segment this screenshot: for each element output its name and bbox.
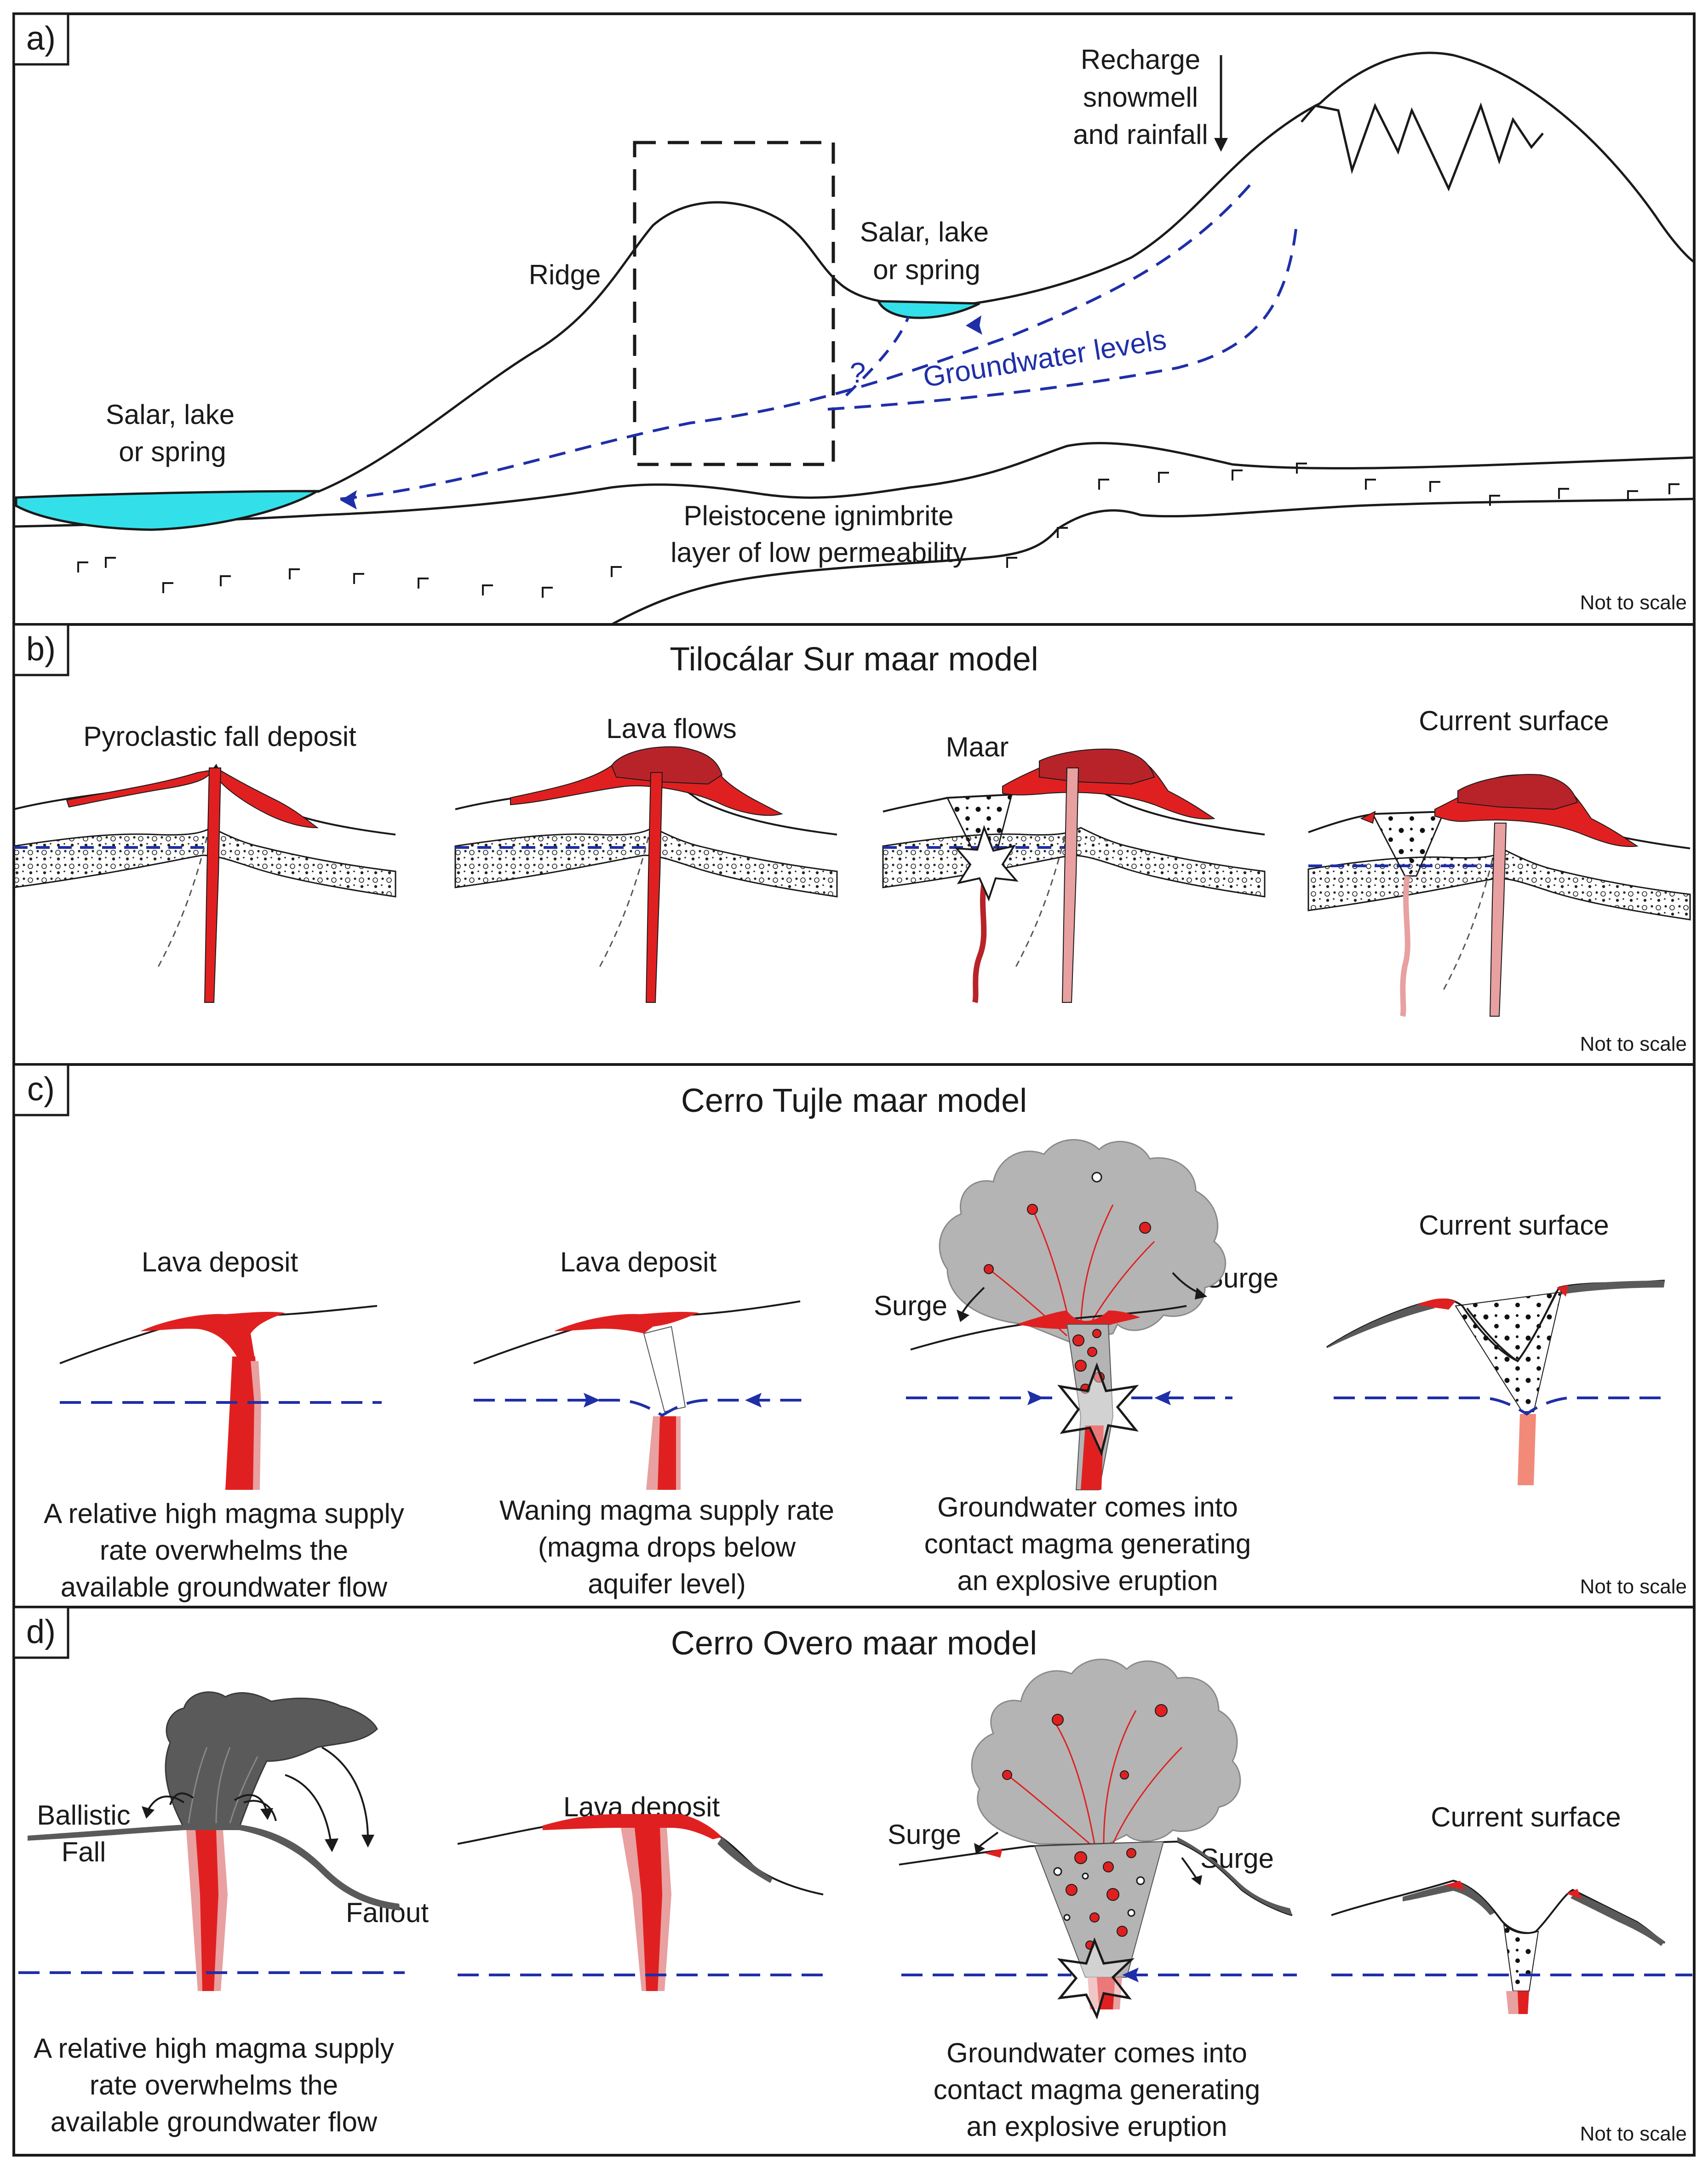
d-caption-2-line-1: Groundwater comes into <box>946 2037 1247 2068</box>
c-caption-1-line-3: available groundwater flow <box>61 1572 388 1602</box>
d-label-surge-right: Surge <box>1200 1843 1274 1874</box>
panel-c-title: Cerro Tujle maar model <box>681 1082 1027 1119</box>
b-scene-4 <box>1307 774 1691 1017</box>
topography-line <box>317 52 1695 493</box>
c-caption-1-line-2: rate overwhelms the <box>100 1535 348 1566</box>
b-scene-1 <box>13 763 396 1003</box>
b-label-current-surface: Current surface <box>1419 705 1609 736</box>
svg-text:c): c) <box>27 1071 55 1108</box>
d-label-surge-left: Surge <box>888 1819 961 1850</box>
ridge-label: Ridge <box>529 259 601 290</box>
ignimbrite-label-2: layer of low permeability <box>671 537 967 568</box>
d-scene-3 <box>899 1659 1297 2020</box>
salar-right-label-1: Salar, lake <box>860 217 989 247</box>
d-caption-1-line-1: A relative high magma supply <box>34 2033 394 2064</box>
svg-text:b): b) <box>26 631 56 668</box>
c-label-current-surface: Current surface <box>1419 1210 1609 1241</box>
c-scene-4 <box>1326 1280 1665 1485</box>
c-caption-3-line-1: Groundwater comes into <box>937 1492 1238 1522</box>
ignimbrite-top <box>13 442 1695 528</box>
b-scene-3 <box>882 749 1266 1003</box>
groundwater-line-lower <box>827 220 1298 411</box>
panel-b-tag: b) <box>12 623 69 676</box>
ignimbrite-symbols <box>77 463 1679 598</box>
recharge-label-2: snowmell <box>1083 82 1198 113</box>
panel-c-not-to-scale: Not to scale <box>1580 1575 1687 1598</box>
right-lake <box>877 300 980 319</box>
recharge-label-1: Recharge <box>1081 44 1200 75</box>
d-label-ballistic: Ballistic <box>37 1800 130 1831</box>
b-label-pyroclastic: Pyroclastic fall deposit <box>83 721 356 752</box>
c-caption-1-line-1: A relative high magma supply <box>44 1498 404 1529</box>
c-scene-3 <box>906 1139 1232 1490</box>
panel-a-not-to-scale: Not to scale <box>1580 591 1687 614</box>
b-label-maar: Maar <box>946 732 1009 762</box>
left-lake <box>15 490 322 531</box>
d-caption-2-line-3: an explosive eruption <box>966 2111 1227 2142</box>
panel-c-drawing: Cerro Tujle maar model Lava deposit Lava… <box>44 1082 1687 1602</box>
panel-c-frame <box>12 1063 1696 1608</box>
ignimbrite-label-1: Pleistocene ignimbrite <box>684 500 954 531</box>
snow-cap <box>1301 102 1544 192</box>
d-eruption-cloud <box>971 1659 1241 1845</box>
panel-d-drawing: Cerro Overo maar model Ballistic Fall Fa… <box>18 1625 1692 2145</box>
gw-arrow-right <box>966 315 982 335</box>
d-scene-2 <box>457 1814 828 1991</box>
panel-d-tag: d) <box>12 1606 69 1659</box>
c-caption-2-line-3: aquifer level) <box>588 1568 746 1599</box>
c-scene-1 <box>59 1305 382 1490</box>
panel-c-tag: c) <box>12 1063 69 1116</box>
groundwater-line-upper <box>340 183 1252 500</box>
salar-left-label-1: Salar, lake <box>106 399 235 430</box>
d-scene-1 <box>18 1691 405 1991</box>
b-scene-2 <box>454 746 838 1003</box>
panel-b-drawing: Tilocálar Sur maar model Pyroclastic fal… <box>13 641 1691 1055</box>
d-caption-2-line-2: contact magma generating <box>934 2074 1260 2105</box>
c-eruption-cloud <box>939 1139 1227 1344</box>
c-label-lava-2: Lava deposit <box>560 1247 717 1277</box>
salar-right-label-2: or spring <box>873 254 980 285</box>
d-scene-4 <box>1331 1879 1692 2014</box>
panel-b-not-to-scale: Not to scale <box>1580 1033 1687 1055</box>
d-caption-1-line-2: rate overwhelms the <box>90 2070 338 2100</box>
salar-left-label-2: or spring <box>119 436 226 467</box>
d-caption-1-line-3: available groundwater flow <box>51 2106 378 2137</box>
c-caption-3-line-3: an explosive eruption <box>957 1565 1218 1596</box>
panel-b-title: Tilocálar Sur maar model <box>670 641 1038 678</box>
c-label-surge-left: Surge <box>874 1290 947 1321</box>
panel-a-tag: a) <box>12 12 69 66</box>
b-label-lava-flows: Lava flows <box>606 713 736 744</box>
panel-a-frame <box>12 12 1696 626</box>
ignimbrite-bottom <box>611 498 1695 626</box>
c-caption-2-line-1: Waning magma supply rate <box>499 1495 834 1526</box>
svg-text:a): a) <box>26 20 56 57</box>
ridge-dashed-box <box>633 141 835 466</box>
c-caption-2-line-2: (magma drops below <box>538 1532 796 1562</box>
gw-arrow-left <box>340 490 357 509</box>
c-caption-3-line-2: contact magma generating <box>924 1528 1251 1559</box>
panel-b-frame <box>12 623 1696 1066</box>
c-scene-2 <box>473 1300 805 1490</box>
d-label-current-surface: Current surface <box>1431 1802 1621 1832</box>
groundwater-line-lake <box>845 316 910 397</box>
recharge-label-3: and rainfall <box>1073 119 1208 150</box>
question-mark: ? <box>850 357 865 389</box>
d-label-fall: Fall <box>62 1837 106 1867</box>
c-label-lava-1: Lava deposit <box>142 1247 298 1277</box>
svg-text:d): d) <box>26 1614 56 1650</box>
panel-d-title: Cerro Overo maar model <box>671 1625 1037 1662</box>
panel-d-not-to-scale: Not to scale <box>1580 2123 1687 2145</box>
